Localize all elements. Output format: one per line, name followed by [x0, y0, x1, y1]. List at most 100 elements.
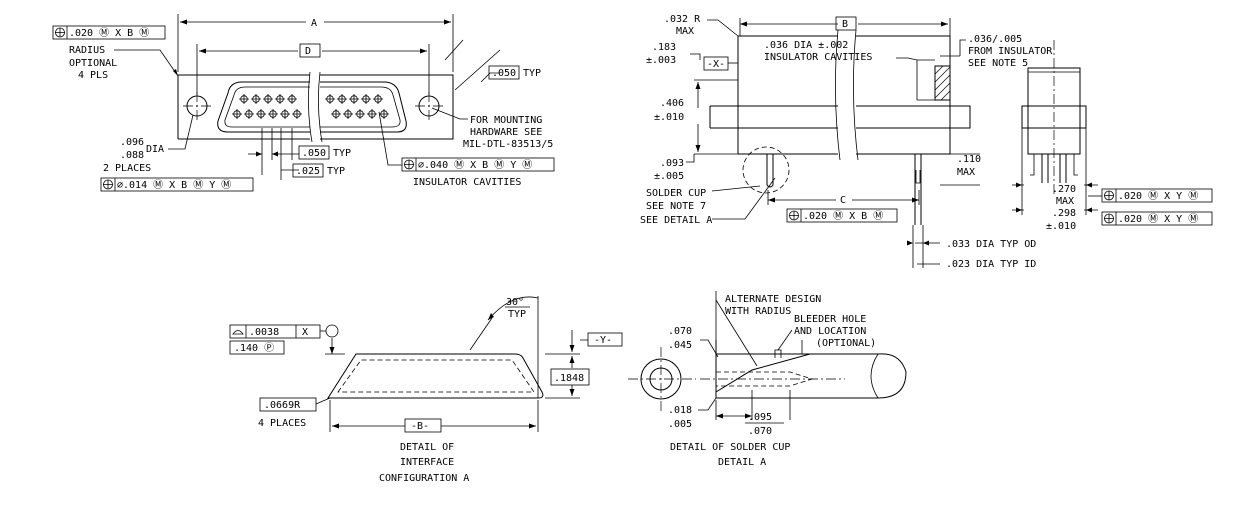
datum-y-box	[587, 332, 623, 347]
contact-crosshair	[275, 94, 285, 104]
typ-050-top-suffix: TYP	[523, 68, 541, 79]
interface-caption-1: DETAIL OF	[400, 442, 454, 453]
d183: .183	[652, 42, 676, 53]
fcf-end-b	[1101, 211, 1213, 226]
dim-d-label: D	[305, 46, 311, 57]
contact-crosshair	[325, 94, 335, 104]
d095: .095	[748, 412, 772, 423]
connector-end-view: .270 MAX .298 ±.010 .020 Ⓜ X Y Ⓜ .020 Ⓜ …	[1012, 40, 1213, 232]
solder-cup-label: SOLDER CUP	[646, 188, 706, 199]
typ-025-suffix: TYP	[327, 166, 345, 177]
interface-detail-view: .0038 X .140 Ⓟ 30° TYP -Y- .1848 .0669R …	[229, 296, 623, 484]
fcf-040-text: ⌀.040 Ⓜ X B Ⓜ Y Ⓜ	[418, 159, 532, 171]
typ-050: .050	[302, 148, 326, 159]
d270-max: MAX	[1056, 196, 1074, 207]
fcf-020	[786, 208, 898, 223]
typ-050-top: .050	[492, 68, 516, 79]
contact-crosshair	[263, 94, 273, 104]
profile-datum: X	[302, 327, 308, 338]
r032-max: MAX	[676, 26, 694, 37]
interface-caption-3: CONFIGURATION A	[379, 473, 469, 484]
alt-design-1: ALTERNATE DESIGN	[725, 294, 821, 305]
dia-036-cavities: INSULATOR CAVITIES	[764, 52, 872, 63]
alt-design-2: WITH RADIUS	[725, 306, 791, 317]
datum-b: -B-	[411, 421, 429, 432]
r0669: .0669R	[264, 400, 301, 411]
connector-side-view: .032 R MAX .183 ±.003 -X- B .036 DIA ±.0…	[640, 14, 1053, 270]
d406: .406	[660, 98, 684, 109]
contact-crosshair	[337, 94, 347, 104]
mounting-label-3: MIL-DTL-83513/5	[463, 139, 553, 150]
contact-crosshair	[268, 109, 278, 119]
d070: .070	[668, 326, 692, 337]
contact-crosshair	[379, 109, 389, 119]
angle-typ: TYP	[508, 309, 526, 320]
profile-fcf	[229, 324, 321, 339]
bleeder-1: BLEEDER HOLE	[794, 314, 866, 325]
from-insulator-2: FROM INSULATOR	[968, 46, 1053, 57]
mounting-label-2: HARDWARE SEE	[470, 127, 542, 138]
id-label: .023 DIA TYP ID	[946, 259, 1036, 270]
contact-crosshair	[232, 109, 242, 119]
d406-tol: ±.010	[654, 112, 684, 123]
fcf-014-text: ⌀.014 Ⓜ X B Ⓜ Y Ⓜ	[117, 179, 231, 191]
dim-b-label: B	[842, 19, 848, 30]
datum-x-box	[703, 56, 729, 71]
d110: .110	[957, 154, 981, 165]
dim-a-label: A	[311, 18, 317, 29]
angle-30: 30°	[506, 297, 524, 308]
typ-025: .025	[296, 166, 320, 177]
radius-4pls-label: 4 PLS	[78, 70, 108, 81]
d298: .298	[1052, 208, 1076, 219]
bleeder-3: (OPTIONAL)	[816, 338, 876, 349]
contact-crosshair	[287, 94, 297, 104]
d1848: .1848	[554, 373, 584, 384]
solder-cup-detail-view: ALTERNATE DESIGN WITH RADIUS BLEEDER HOL…	[628, 291, 907, 468]
d093-tol: ±.005	[654, 171, 684, 182]
dia-036: .036 DIA ±.002	[764, 40, 848, 51]
d093: .093	[660, 158, 684, 169]
contact-crosshair	[244, 109, 254, 119]
fcf-top-text: .020 Ⓜ X B Ⓜ	[69, 27, 149, 39]
see-detail-a: SEE DETAIL A	[640, 215, 712, 226]
from-insulator-3: SEE NOTE 5	[968, 58, 1028, 69]
mounting-label-1: FOR MOUNTING	[470, 115, 542, 126]
d270: .270	[1052, 184, 1076, 195]
fcf-top	[52, 25, 166, 40]
d298-tol: ±.010	[1046, 221, 1076, 232]
dia-word: DIA	[146, 144, 164, 155]
d070b: .070	[748, 426, 772, 437]
insulator-cavities-label: INSULATOR CAVITIES	[413, 177, 521, 188]
solder-cup-caption-1: DETAIL OF SOLDER CUP	[670, 442, 790, 453]
four-places: 4 PLACES	[258, 418, 306, 429]
fcf-014	[100, 177, 254, 192]
contact-crosshair	[355, 109, 365, 119]
p140-box	[229, 340, 285, 355]
from-insulator-1: .036/.005	[968, 34, 1022, 45]
contact-crosshair	[280, 109, 290, 119]
contact-crosshair	[361, 94, 371, 104]
fcf-020-text: .020 Ⓜ X B Ⓜ	[803, 210, 883, 222]
interface-caption-2: INTERFACE	[400, 457, 454, 468]
contact-crosshair	[256, 109, 266, 119]
r0669-box	[259, 397, 317, 412]
dia-096: .096	[120, 137, 144, 148]
radius-optional-label: OPTIONAL	[69, 58, 117, 69]
contact-crosshair	[373, 94, 383, 104]
connector-front-view: A D .020 Ⓜ X B Ⓜ RADIUS OPTIONAL 4 PLS .…	[52, 14, 555, 192]
d183-tol: ±.003	[646, 55, 676, 66]
contact-crosshair	[367, 109, 377, 119]
datum-x: -X-	[707, 59, 725, 70]
d018: .018	[668, 405, 692, 416]
contact-crosshair	[251, 94, 261, 104]
typ-050-suffix: TYP	[333, 148, 351, 159]
dia-088: .088	[120, 150, 144, 161]
od-label: .033 DIA TYP OD	[946, 239, 1036, 250]
radius-label: RADIUS	[69, 45, 105, 56]
bleeder-2: AND LOCATION	[794, 326, 866, 337]
d005: .005	[668, 419, 692, 430]
fcf-end-b-text: .020 Ⓜ X Y Ⓜ	[1118, 213, 1198, 225]
d045: .045	[668, 340, 692, 351]
contact-crosshair	[292, 109, 302, 119]
